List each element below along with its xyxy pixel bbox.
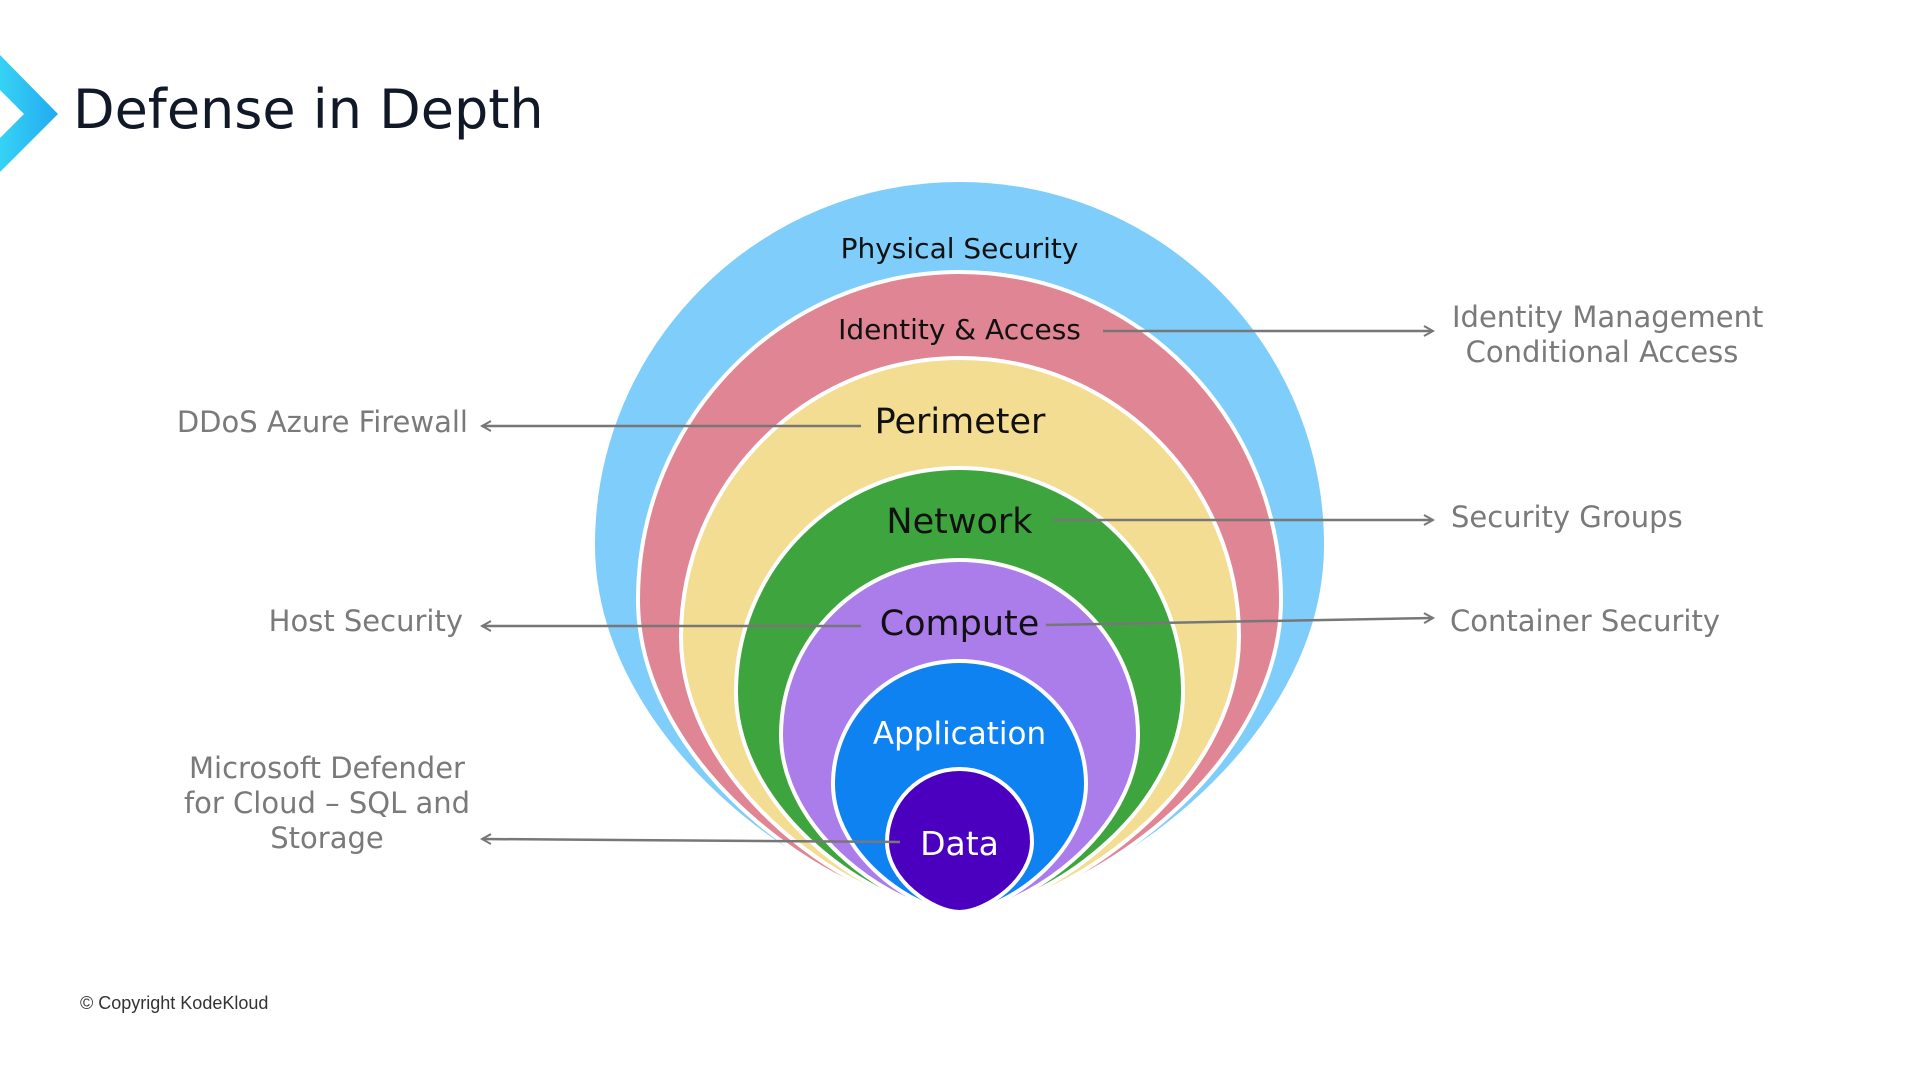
annotation-container-security: Container Security bbox=[1450, 604, 1721, 638]
annotation-perimeter: DDoS Azure Firewall bbox=[176, 405, 468, 439]
annotation-host-security: Host Security bbox=[268, 604, 463, 638]
annotation-line: Identity Management bbox=[1452, 300, 1764, 334]
arrow-data bbox=[482, 839, 901, 842]
page-title: Defense in Depth bbox=[73, 78, 544, 141]
annotation-identity: Identity Management Conditional Access bbox=[1452, 300, 1764, 370]
layer-label-data: Data bbox=[920, 824, 999, 863]
annotation-line: Microsoft Defender bbox=[189, 751, 465, 785]
annotation-line: Storage bbox=[270, 821, 384, 855]
copyright: © Copyright KodeKloud bbox=[80, 993, 269, 1013]
annotation-network: Security Groups bbox=[1451, 500, 1683, 534]
layer-label-physical: Physical Security bbox=[841, 232, 1079, 265]
layer-label-perimeter: Perimeter bbox=[875, 402, 1046, 442]
annotation-line: for Cloud – SQL and bbox=[183, 786, 471, 820]
layer-label-compute: Compute bbox=[880, 604, 1040, 644]
layer-data bbox=[884, 766, 1035, 915]
annotation-line: Conditional Access bbox=[1465, 335, 1739, 369]
layer-label-identity: Identity & Access bbox=[838, 313, 1081, 346]
layer-label-network: Network bbox=[886, 502, 1033, 542]
layer-label-application: Application bbox=[873, 716, 1046, 752]
arrow-container-security bbox=[1045, 618, 1433, 627]
chevron-logo-icon bbox=[0, 55, 58, 172]
annotation-data: Microsoft Defender for Cloud – SQL and S… bbox=[177, 751, 477, 856]
